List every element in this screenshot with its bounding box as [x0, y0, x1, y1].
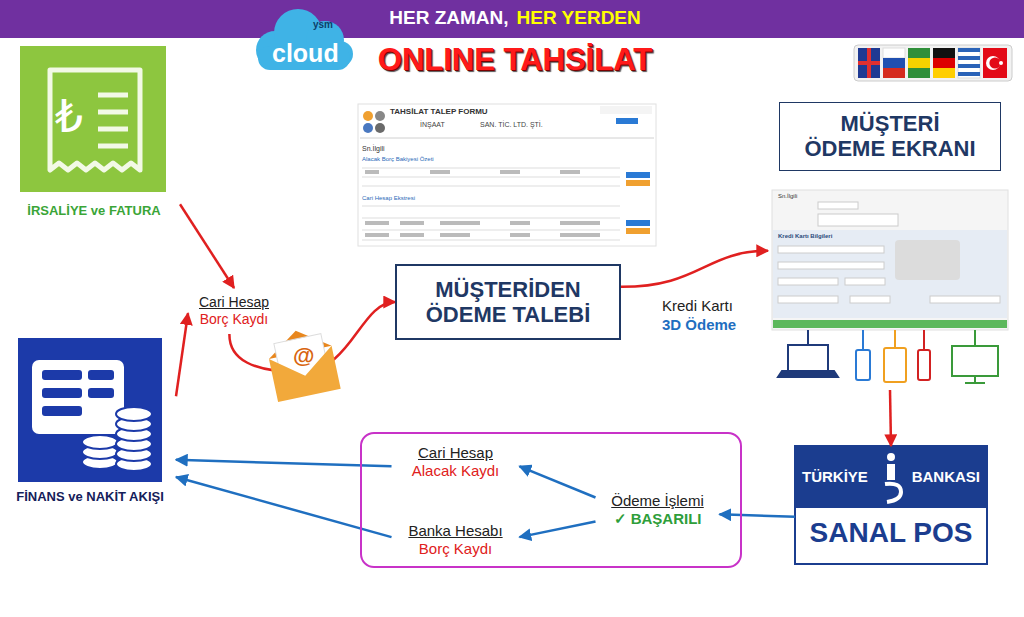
finance-node: FİNANS ve NAKİT AKIŞI [4, 336, 176, 508]
node-text: BANKASI [912, 468, 980, 486]
logo-text: cloud [272, 39, 339, 68]
device-icons [778, 330, 998, 383]
screenshot-text: Sn.İlgili [362, 145, 385, 153]
banner-text: HER ZAMAN, [389, 7, 508, 29]
connector-arrow [720, 514, 796, 517]
node-heading: MÜŞTERİDEN ÖDEME TALEBİ [403, 277, 613, 328]
node-heading: FİNANS ve NAKİT AKIŞI [16, 489, 164, 505]
cloud-logo [256, 9, 353, 70]
banner-text: HER YERDEN [517, 7, 641, 29]
node-heading: TÜRKİYE [802, 468, 868, 486]
screenshot-text: SAN. TİC. LTD. ŞTİ. [480, 121, 543, 129]
node-text: Alacak Kaydı [412, 462, 500, 480]
node-text: Borç Kaydı [419, 540, 492, 558]
node-text: ✓ BAŞARILI [614, 510, 702, 528]
node-heading: İRSALİYE ve FATURA [27, 203, 160, 219]
banner-line: HER ZAMAN, HER YERDEN [300, 7, 730, 29]
language-flags [854, 45, 1012, 81]
top-banner [0, 0, 1024, 38]
text-row: SANAL POS [810, 508, 973, 550]
node-heading: Ödeme İşlemi [611, 492, 704, 510]
node-heading: Banka Hesabı [408, 522, 502, 540]
diagram-title: ONLINE TAHSİLAT [300, 42, 730, 78]
currency-symbol: ₺ [55, 92, 83, 143]
connector-arrow [890, 390, 891, 446]
node-heading: Cari Hesap [418, 444, 493, 462]
payment-screen-panel: MÜŞTERİ ÖDEME EKRANI [768, 100, 1012, 390]
edge-note: Kredi Kartı [662, 297, 733, 314]
process-box: MÜŞTERİDEN ÖDEME TALEBİ [395, 264, 621, 340]
payment-status: Ödeme İşlemi✓ BAŞARILI [596, 486, 720, 534]
logo-text: ysm [313, 19, 333, 31]
screenshot-text: TAHSİLAT TALEP FORMU [390, 107, 488, 116]
connector-arrow [520, 466, 596, 497]
node-text: SANAL POS [810, 508, 973, 550]
node-heading: MÜŞTERİ ÖDEME EKRANI [779, 102, 1001, 171]
node-text: Borç Kaydı [200, 311, 268, 328]
edge-note: 3D Ödeme [662, 316, 736, 333]
connector-arrow [520, 522, 596, 538]
text-row: TÜRKİYE BANKASI [795, 446, 987, 508]
result-group: Cari HesapAlacak KaydıBanka HesabıBorç K… [360, 432, 742, 568]
email-symbol: @ [293, 343, 314, 368]
finance-icon [18, 338, 162, 482]
screenshot-text: Sn.İlgili [778, 193, 797, 200]
screenshot-text: Kredi Kartı Bilgileri [778, 233, 832, 240]
request-form-screenshot [358, 104, 656, 246]
connector-arrow [180, 204, 234, 288]
bank-logo [795, 446, 987, 564]
account-entry: Cari HesapAlacak Kaydı [392, 438, 520, 486]
account-entry: Cari HesapBorç Kaydı [188, 288, 280, 334]
invoice-icon [20, 46, 166, 192]
connector-arrow [176, 313, 188, 396]
payment-screen-screenshot [772, 190, 1008, 330]
bank-node: TÜRKİYE BANKASI SANAL POS [795, 446, 987, 564]
screenshot-text: Alacak Borç Bakiyesi Özeti [362, 156, 434, 163]
screenshot-text: Cari Hesap Ekstresi [362, 195, 415, 202]
node-heading: Cari Hesap [199, 294, 269, 311]
connector-arrow [621, 251, 768, 287]
invoice-node: İRSALİYE ve FATURA [8, 44, 180, 222]
bank-entry: Banka HesabıBorç Kaydı [392, 516, 520, 564]
screenshot-text: İNŞAAT [420, 121, 445, 129]
